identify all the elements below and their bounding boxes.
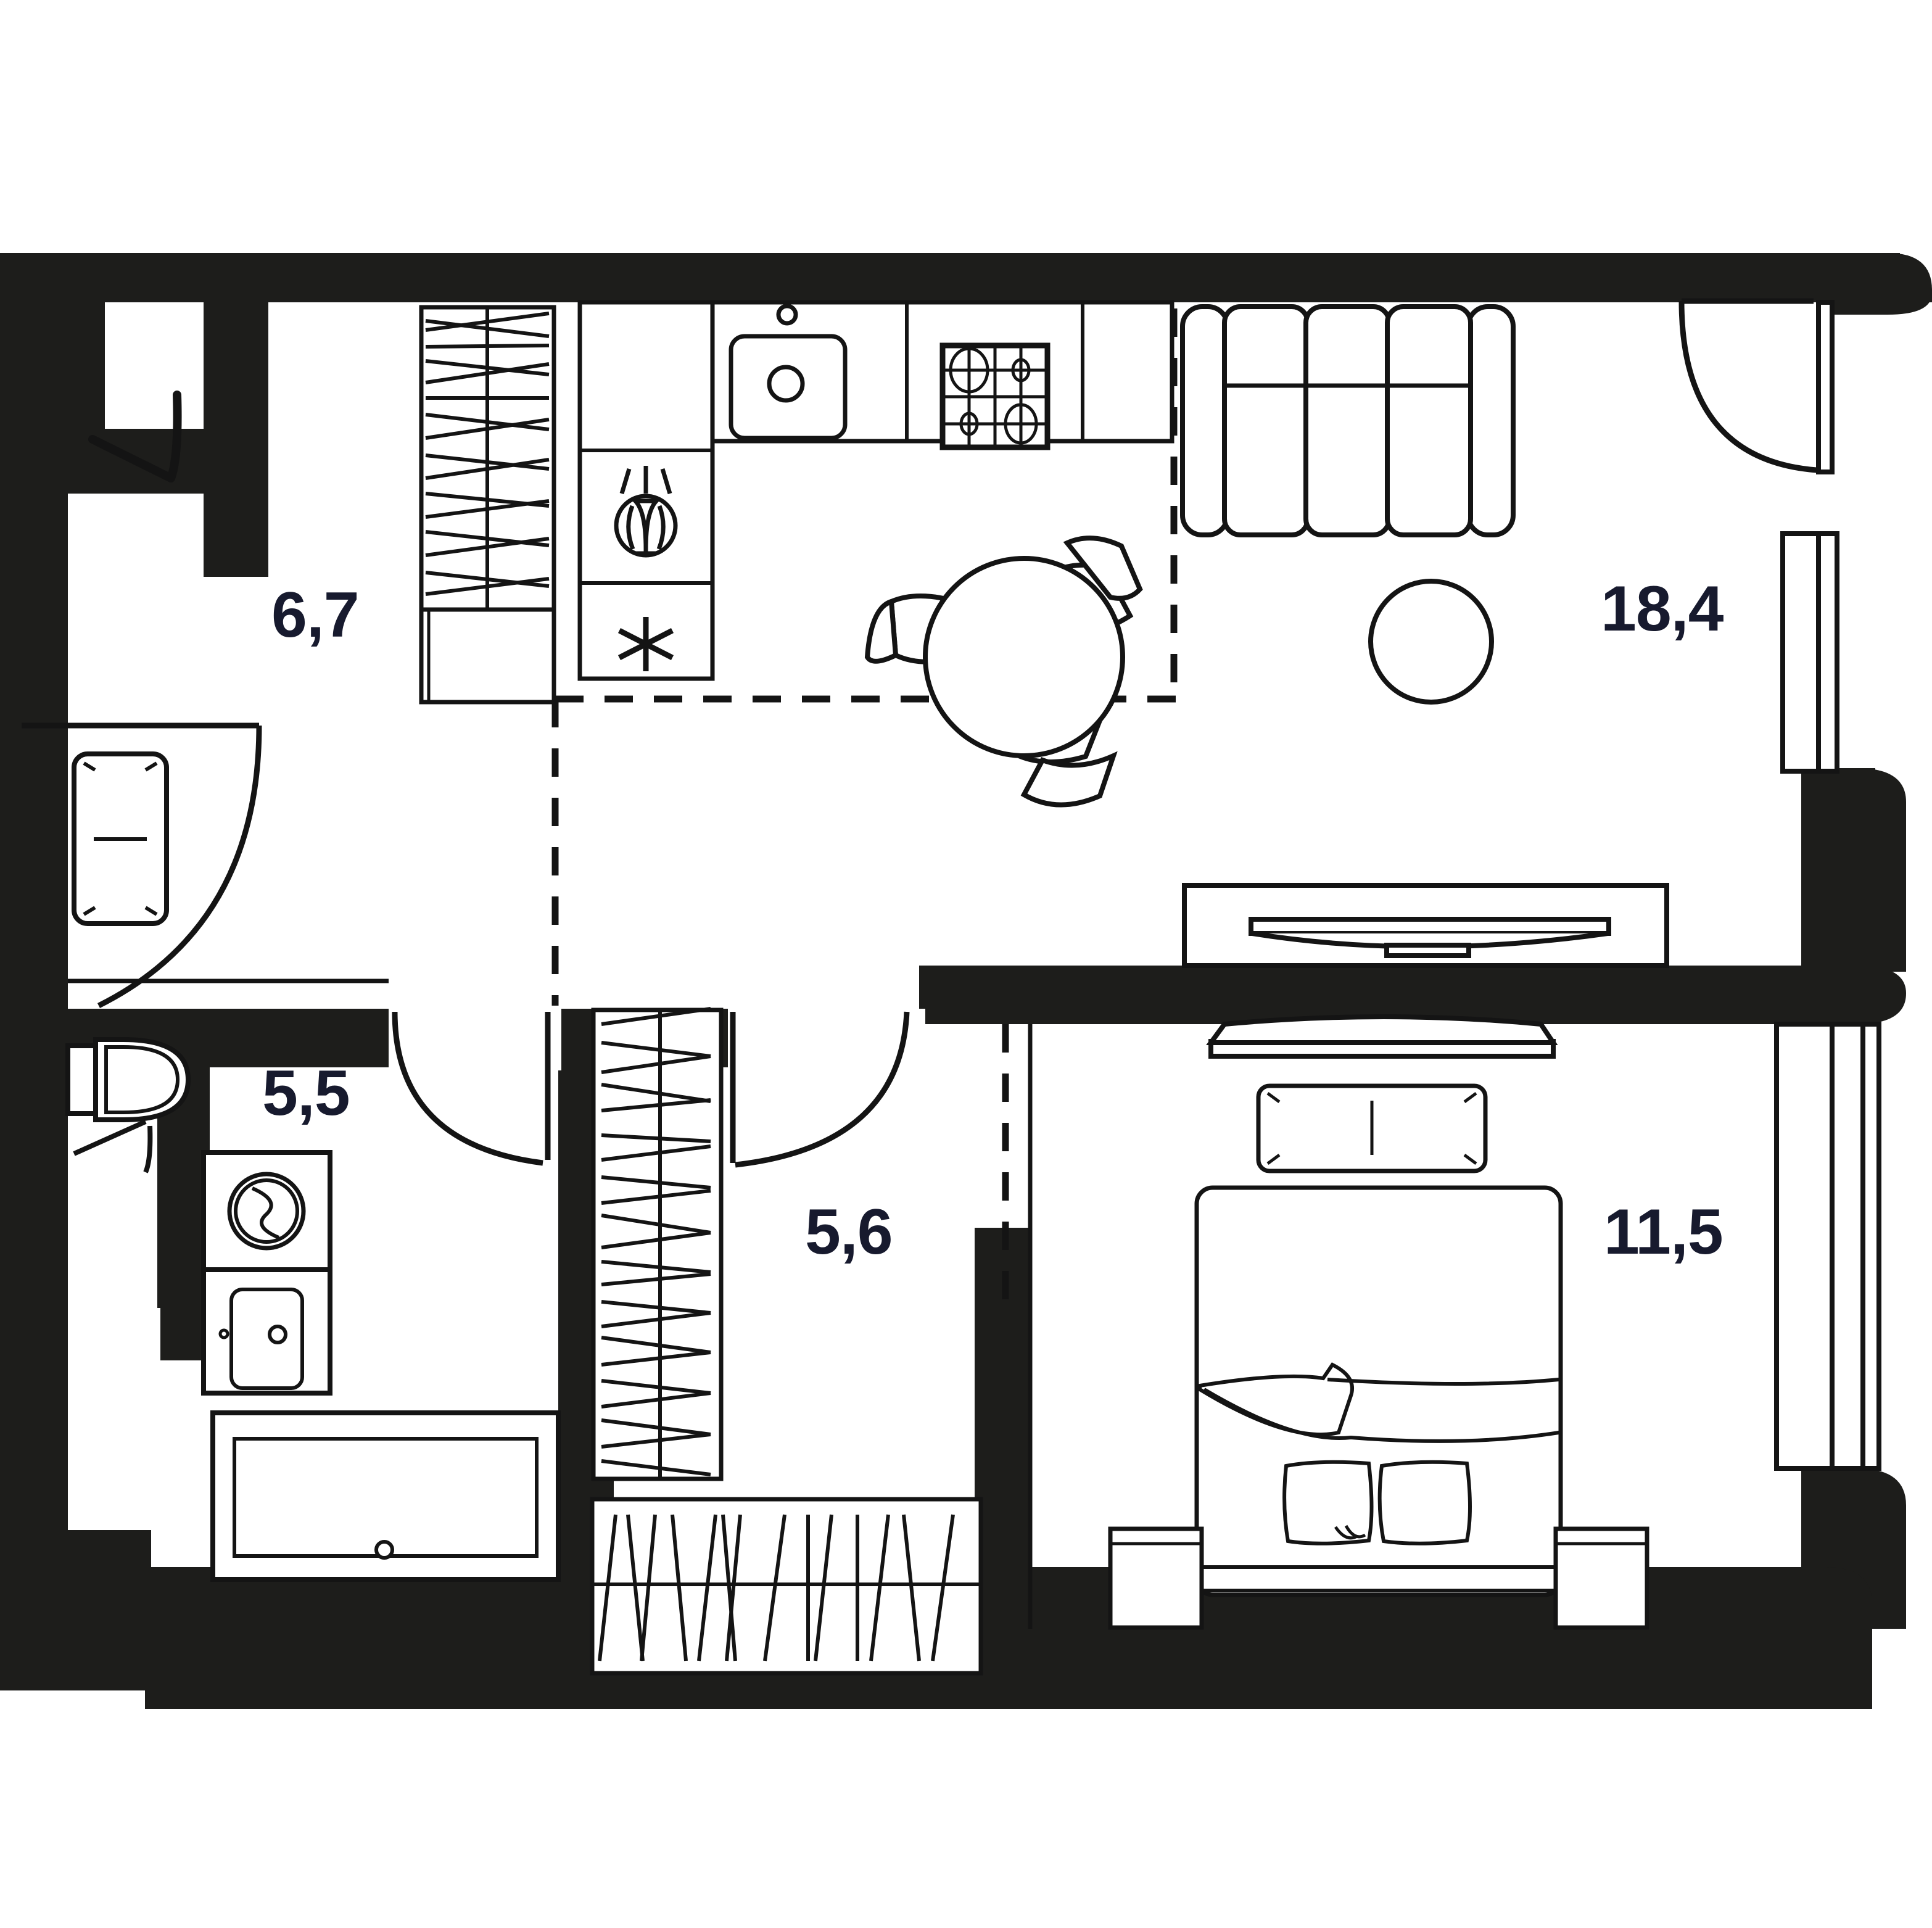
room-edges <box>68 978 1033 1629</box>
corridor-door[interactable] <box>730 1011 910 1168</box>
area-label-living-kitchen: 18,4 <box>1601 573 1724 645</box>
refrigerator[interactable] <box>617 617 674 671</box>
area-label-corridor: 5,6 <box>805 1196 893 1268</box>
entrance-door[interactable] <box>88 391 182 482</box>
bedroom-headboard-panel[interactable] <box>1256 1083 1488 1173</box>
bathroom-secondary-door[interactable] <box>73 1119 153 1173</box>
tv-unit[interactable] <box>1182 883 1669 968</box>
washing-machine[interactable] <box>201 1150 332 1272</box>
toilet[interactable] <box>65 1037 191 1122</box>
corridor-wardrobe[interactable] <box>591 1007 724 1481</box>
bedroom-window <box>1774 1022 1881 1471</box>
kitchen-sink[interactable] <box>729 304 848 441</box>
bed[interactable] <box>1194 1185 1563 1597</box>
coffee-table[interactable] <box>1368 579 1494 705</box>
bathroom-door[interactable] <box>392 1011 551 1166</box>
area-label-hall: 6,7 <box>271 579 360 651</box>
sofa[interactable] <box>1180 304 1516 537</box>
washbasin[interactable] <box>201 1267 332 1396</box>
corridor-wardrobe-lower[interactable] <box>590 1497 983 1676</box>
nightstand-right[interactable] <box>1553 1526 1649 1630</box>
oven[interactable] <box>614 466 678 558</box>
door-openings <box>68 1009 925 1363</box>
nightstand-left[interactable] <box>1108 1526 1204 1630</box>
balcony-door[interactable] <box>1678 298 1835 474</box>
bedroom-tv-shelf[interactable] <box>1206 1014 1558 1059</box>
bathtub[interactable] <box>210 1410 561 1582</box>
shoe-cabinet[interactable] <box>72 751 169 926</box>
hall-door[interactable] <box>22 722 262 1009</box>
hall-wardrobe[interactable] <box>419 305 556 705</box>
dining-table[interactable] <box>864 536 1143 808</box>
kitchen-counter-dividers <box>580 302 1084 585</box>
area-label-bathroom: 5,5 <box>262 1057 350 1129</box>
area-label-bedroom: 11,5 <box>1604 1196 1724 1268</box>
gas-stove[interactable] <box>939 342 1051 450</box>
living-window <box>1780 531 1839 774</box>
